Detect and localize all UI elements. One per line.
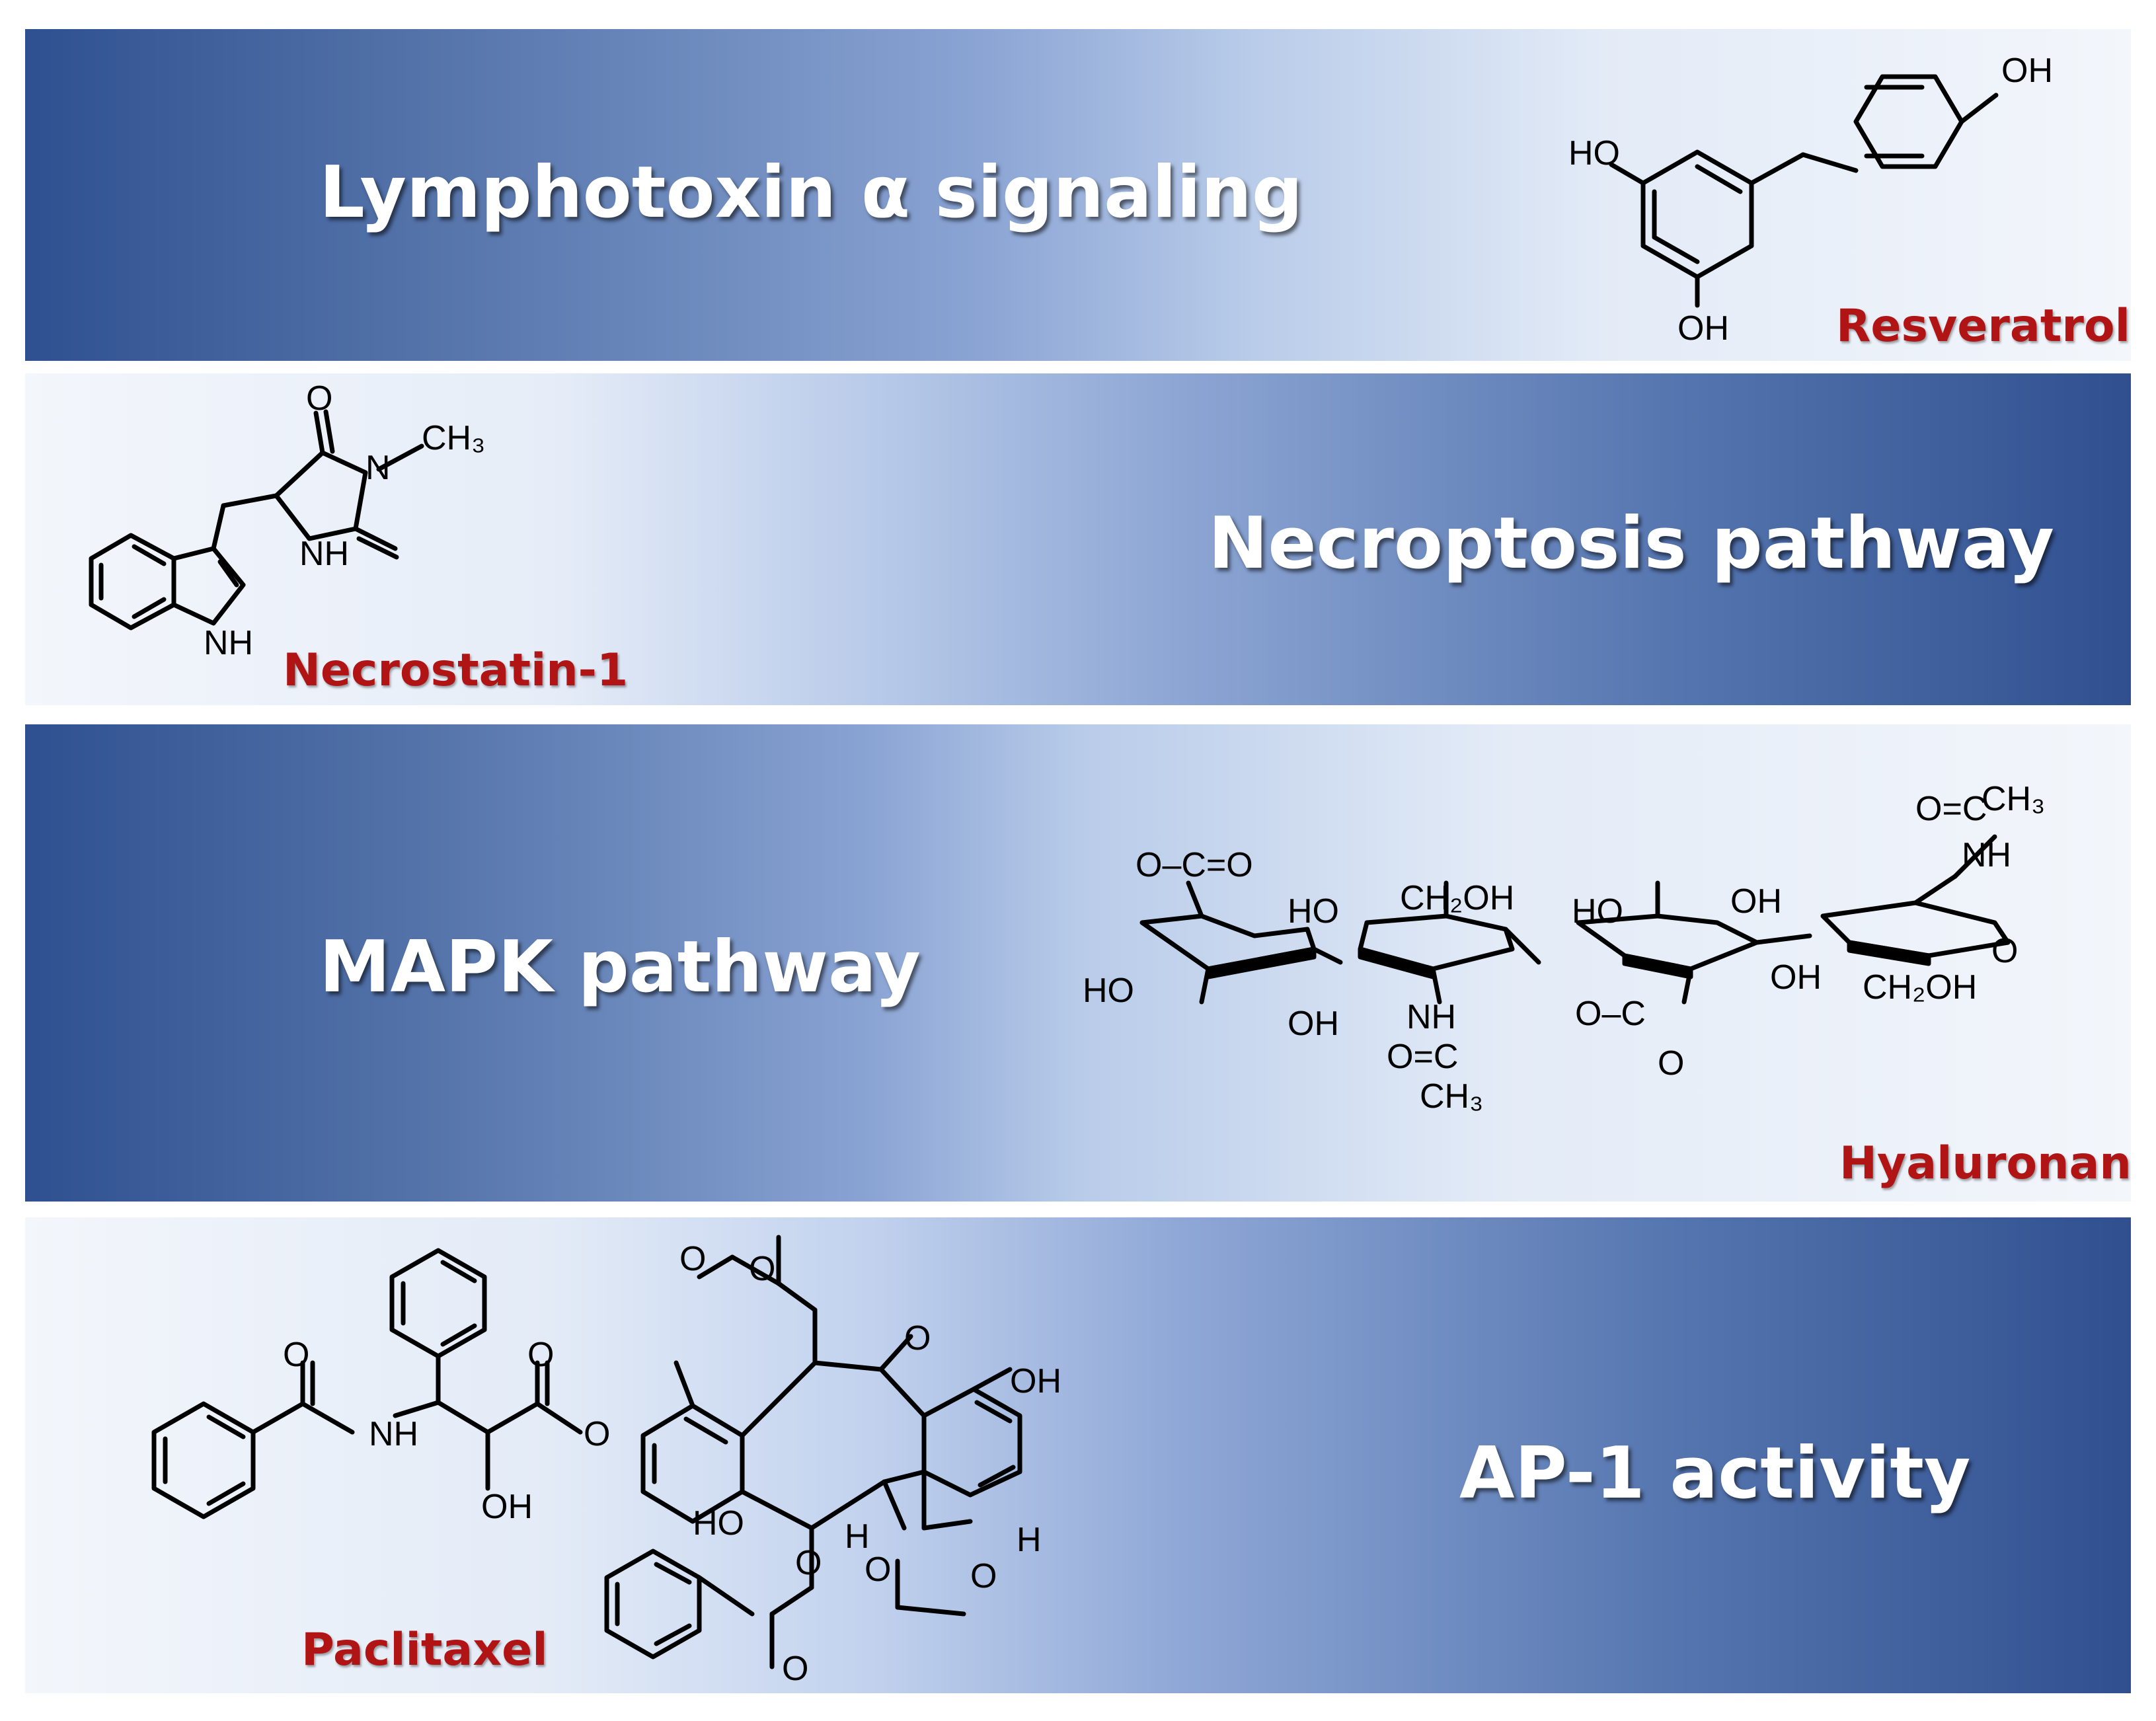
atom-ho: HO [693, 1504, 744, 1543]
panel-ap1: AP-1 activity [25, 1217, 2131, 1693]
atom-oh-3: OH [1770, 958, 1822, 997]
atom-n: N [366, 449, 391, 487]
panel-lymphotoxin: Lymphotoxin α signaling HO OH OH Resvera… [25, 29, 2131, 361]
atom-o-ring: O [1991, 932, 2018, 970]
atom-ch3: CH₃ [422, 419, 485, 457]
compound-label: Hyaluronan [1839, 1137, 2131, 1190]
pathway-title: Lymphotoxin α signaling [319, 151, 1303, 234]
pathway-title: MAPK pathway [319, 926, 921, 1009]
atom-ch3-2: CH₃ [1420, 1077, 1483, 1116]
atom-o9: O [970, 1557, 997, 1595]
atom-o8: O [865, 1550, 891, 1589]
pathway-title: AP-1 activity [1459, 1432, 1971, 1515]
atom-oc-o: O–C=O [1136, 846, 1253, 884]
atom-nh: NH [299, 535, 349, 573]
atom-h2: H [1017, 1521, 1042, 1559]
atom-o-eq-c2: O=C [1387, 1038, 1458, 1076]
hyaluronan-structure: O=C CH₃ NH O–C=O HO CH₂OH HO OH NH O=C C… [1083, 780, 2045, 1116]
atom-ch2oh-1: CH₂OH [1400, 879, 1514, 917]
atom-oh-2: OH [1730, 882, 1782, 921]
resveratrol-structure: HO OH OH [1568, 52, 2053, 348]
compound-label: Resveratrol [1836, 300, 2130, 352]
atom-o3: O [283, 1336, 309, 1374]
panel-necroptosis: Necroptosis pathway O N CH₃ NH NH Necros… [25, 373, 2131, 705]
atom-oh-bottom: OH [1677, 309, 1729, 348]
necrostatin-structure: O N CH₃ NH NH [89, 379, 485, 662]
atom-ho-2: HO [1083, 972, 1134, 1010]
atom-o-3: O [1658, 1044, 1684, 1083]
atom-ch2oh-2: CH₂OH [1863, 968, 1977, 1007]
atom-indole-nh: NH [204, 624, 253, 662]
atom-oh-top: OH [2001, 52, 2053, 90]
compound-label: Necrostatin-1 [283, 644, 629, 697]
atom-oh-1: OH [1288, 1005, 1339, 1043]
pathway-title: Necroptosis pathway [1208, 502, 2054, 585]
atom-ho: HO [1568, 134, 1620, 172]
atom-o1: O [749, 1250, 775, 1288]
atom-o7: O [795, 1544, 822, 1582]
panel-mapk: MAPK pathway O=C CH₃ NH O–C=O HO CH₂OH H… [25, 724, 2131, 1202]
atom-nh-2: NH [1406, 998, 1456, 1036]
atom-oc-2: O–C [1575, 995, 1646, 1033]
atom-o: O [306, 379, 332, 418]
atom-o4: O [527, 1336, 554, 1374]
atom-o10: O [782, 1650, 808, 1688]
atom-nh: NH [369, 1415, 418, 1453]
atom-ho-1: HO [1288, 892, 1339, 931]
atom-h1: H [845, 1517, 870, 1556]
compound-label: Paclitaxel [301, 1624, 548, 1676]
atom-o6: O [904, 1319, 931, 1358]
atom-ho-3: HO [1572, 892, 1623, 931]
atom-o2: O [679, 1240, 706, 1278]
atom-oh2: OH [1010, 1362, 1061, 1400]
atom-o-eq-c-top: O=C [1915, 790, 1987, 828]
atom-ch3-top: CH₃ [1982, 780, 2045, 818]
paclitaxel-structure: O O O O NH OH O O OH HO H H O O O O [151, 1235, 1061, 1688]
atom-nh-top: NH [1962, 836, 2011, 874]
atom-oh1: OH [481, 1488, 533, 1526]
atom-o5: O [584, 1415, 610, 1453]
